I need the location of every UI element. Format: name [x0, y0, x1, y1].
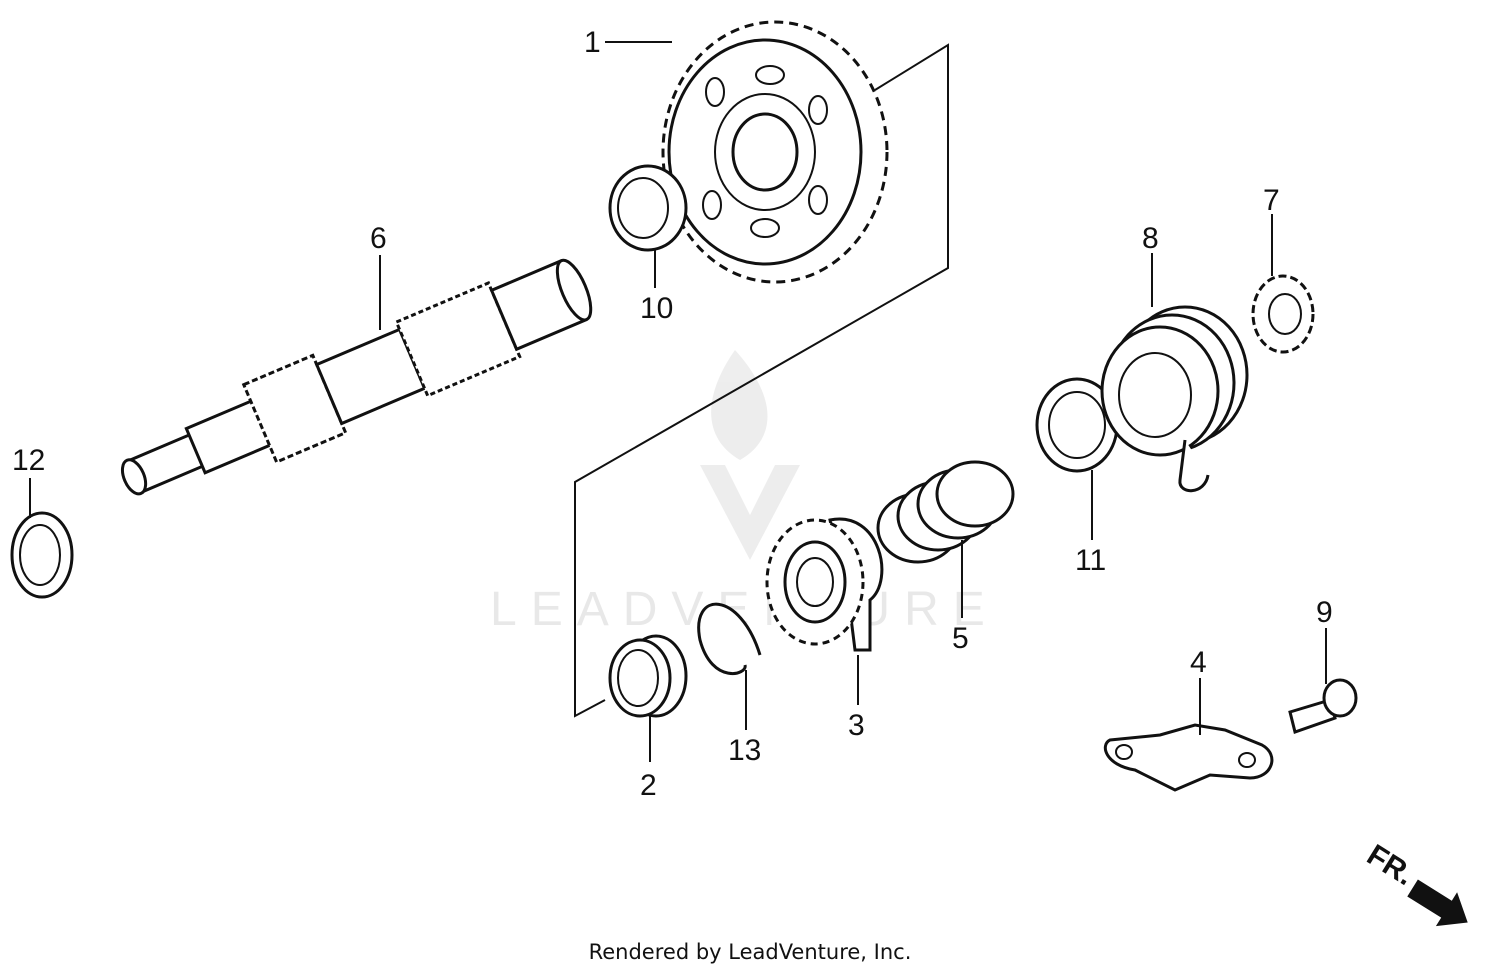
callout-10: 10	[640, 292, 673, 325]
callout-1: 1	[584, 26, 601, 59]
part-12-washer	[10, 511, 74, 599]
callout-11: 11	[1075, 544, 1106, 577]
callout-7: 7	[1263, 184, 1280, 217]
callout-2: 2	[640, 769, 657, 802]
part-10-washer	[608, 164, 688, 252]
leader-lines	[29, 41, 1327, 762]
part-2-collar	[608, 634, 688, 718]
callout-6: 6	[370, 222, 387, 255]
part-9-bolt	[1288, 678, 1358, 734]
callout-9: 9	[1316, 596, 1333, 629]
part-4-plate	[1103, 723, 1274, 792]
callout-13: 13	[728, 734, 761, 767]
render-credit: Rendered by LeadVenture, Inc.	[588, 940, 912, 964]
front-direction-indicator: FR.	[1361, 839, 1468, 927]
part-6-shaft	[120, 258, 593, 496]
part-5-spring	[876, 460, 1015, 564]
front-arrow-icon	[1407, 879, 1468, 927]
callout-5: 5	[952, 622, 969, 655]
callout-8: 8	[1142, 222, 1159, 255]
part-8-torsion-spring	[1100, 305, 1249, 493]
callout-12: 12	[12, 444, 45, 477]
callout-3: 3	[848, 709, 865, 742]
front-label: FR.	[1361, 839, 1419, 893]
part-13-circlip	[697, 602, 762, 675]
part-3-ratchet	[765, 517, 884, 652]
part-1-gear	[661, 20, 889, 284]
callout-labels: 1 10 6 12 2 13 3 5 11 8 7 4 9	[12, 26, 1333, 802]
assembly-group-outline	[574, 43, 949, 718]
callout-4: 4	[1190, 646, 1207, 679]
part-7-retainer	[1251, 274, 1315, 354]
